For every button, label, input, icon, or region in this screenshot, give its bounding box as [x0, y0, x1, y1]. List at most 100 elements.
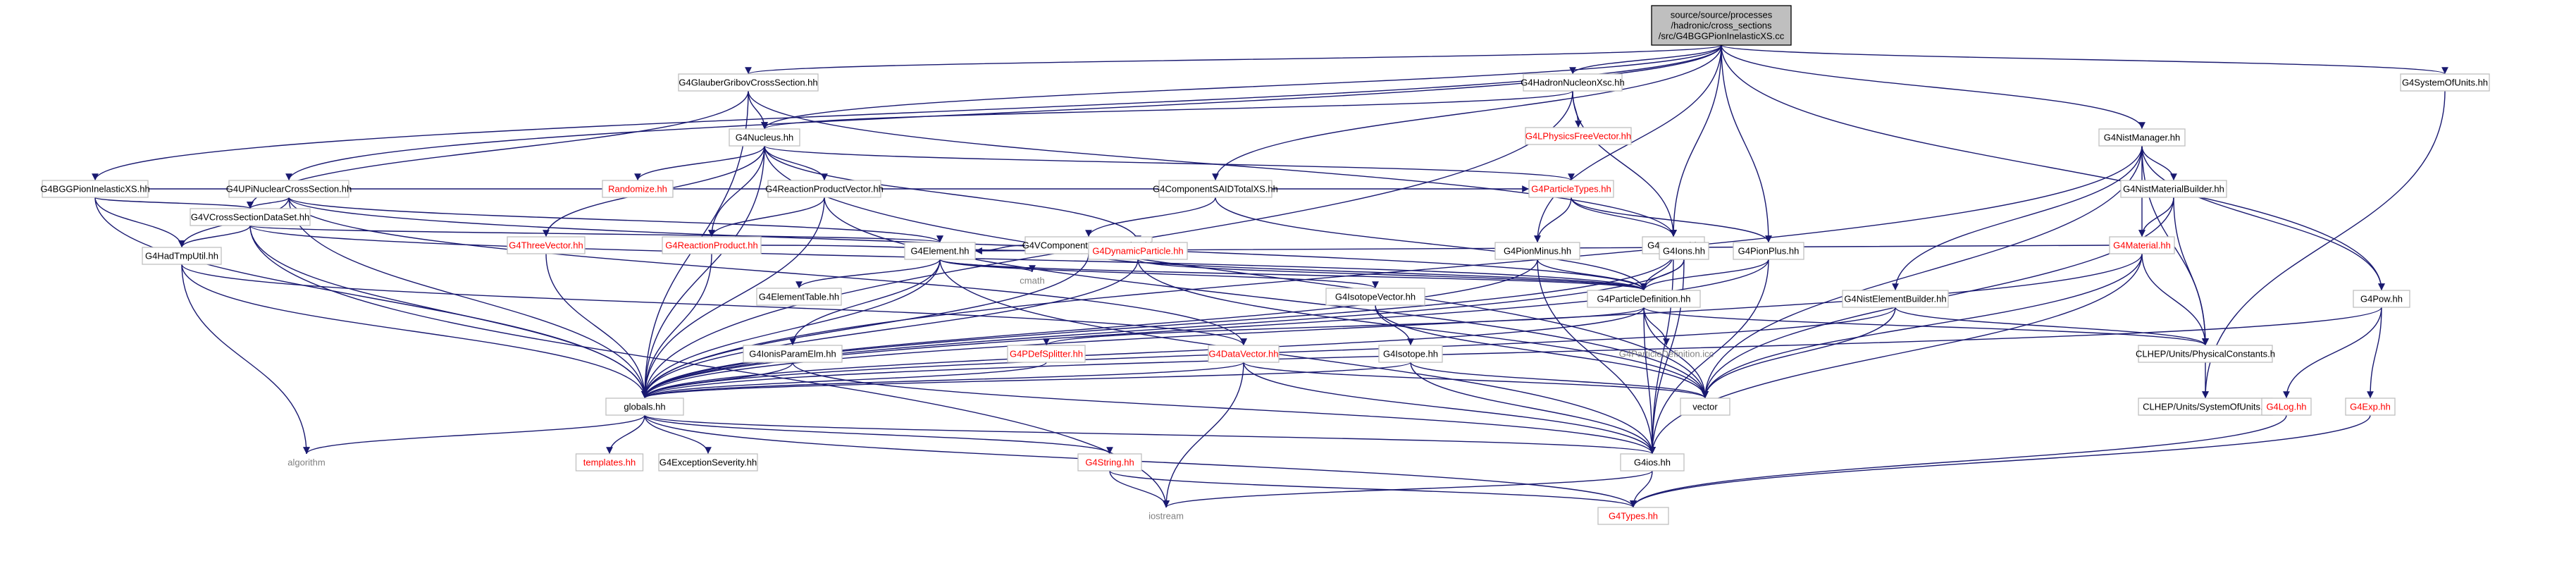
node-randomize-hh[interactable]: Randomize.hh: [602, 180, 674, 198]
node-g4threevector-hh[interactable]: G4ThreeVector.hh: [507, 236, 586, 254]
node-label: G4Log.hh: [2266, 401, 2306, 412]
edge-log-to-types: [1630, 414, 2287, 508]
node-g4bggpioninelasticxs-hh[interactable]: G4BGGPionInelasticXS.hh: [40, 180, 150, 198]
node-label: G4IonisParamElm.hh: [749, 348, 836, 359]
node-box: [190, 208, 311, 226]
edge-compsaid-to-vcomp: [1085, 197, 1216, 238]
node-algorithm[interactable]: algorithm: [278, 454, 335, 471]
edge-pionminus-to-partdef: [1537, 259, 1647, 291]
node-g4string-hh[interactable]: G4String.hh: [1077, 453, 1142, 472]
node-g4upinuclearcrosssection-hh[interactable]: G4UPiNuclearCrossSection.hh: [226, 180, 352, 198]
node-iostream[interactable]: iostream: [1138, 507, 1194, 524]
node-label: G4ios.hh: [1634, 457, 1671, 467]
node-label: G4ComponentSAIDTotalXS.hh: [1153, 183, 1278, 194]
node-box: [1523, 73, 1623, 92]
node-label: G4DataVector.hh: [1208, 348, 1278, 359]
node-g4reactionproductvector-hh[interactable]: G4ReactionProductVector.hh: [765, 180, 884, 198]
node-source-source-processes-hadronic-cross-sections-src-g4bggpio[interactable]: source/source/processes/hadronic/cross_s…: [1651, 5, 1792, 46]
node-label: G4Types.hh: [1609, 510, 1658, 521]
edge-reactionvec-to-reactionprod: [708, 197, 825, 238]
node-g4nucleus-hh[interactable]: G4Nucleus.hh: [729, 128, 800, 147]
edge-dynpart-to-globals: [641, 259, 1139, 399]
edge-particletypes-to-pionplus: [1571, 197, 1772, 243]
node-g4particletypes-hh[interactable]: G4ParticleTypes.hh: [1528, 180, 1614, 198]
node-box: [142, 247, 222, 265]
node-box: [1620, 453, 1685, 472]
node-g4log-hh[interactable]: G4Log.hh: [2261, 398, 2312, 416]
edge-nistelem-to-vector: [1702, 307, 1896, 399]
node-g4elementtable-hh[interactable]: G4ElementTable.hh: [756, 288, 842, 306]
node-g4isotopevector-hh[interactable]: G4IsotopeVector.hh: [1325, 288, 1425, 306]
node-g4systemofunits-hh[interactable]: G4SystemOfUnits.hh: [2400, 73, 2490, 92]
edge-datavec-to-vector: [1243, 362, 1709, 399]
node-g4pionminus-hh[interactable]: G4PionMinus.hh: [1494, 242, 1580, 260]
node-g4particledefinition-hh[interactable]: G4ParticleDefinition.hh: [1587, 290, 1701, 308]
edge-root-to-pionplus: [1721, 44, 1772, 243]
node-g4isotope-hh[interactable]: G4Isotope.hh: [1378, 345, 1443, 363]
node-g4lphysicsfreevector-hh[interactable]: G4LPhysicsFreeVector.hh: [1525, 127, 1632, 145]
edge-element-to-isovec: [939, 259, 1379, 289]
node-g4element-hh[interactable]: G4Element.hh: [904, 242, 976, 260]
node-g4hadronnucleonxsc-hh[interactable]: G4HadronNucleonXsc.hh: [1521, 73, 1625, 92]
node-g4nistmanager-hh[interactable]: G4NistManager.hh: [2098, 128, 2186, 147]
edge-nistman-to-globals: [641, 145, 2143, 399]
edge-nistman-to-vector: [1702, 145, 2143, 399]
node-g4hadtmputil-hh[interactable]: G4HadTmpUtil.hh: [142, 247, 222, 265]
node-g4pionplus-hh[interactable]: G4PionPlus.hh: [1733, 242, 1804, 260]
node-clhep-units-physicalconstants-h[interactable]: CLHEP/Units/PhysicalConstants.h: [2136, 345, 2275, 363]
edge-g4string-to-types: [1109, 470, 1637, 508]
node-label: G4DynamicParticle.hh: [1092, 245, 1183, 256]
node-templates-hh[interactable]: templates.hh: [575, 453, 644, 472]
node-globals-hh[interactable]: globals.hh: [605, 398, 684, 416]
edge-nucleus-to-particletypes: [764, 145, 1575, 181]
node-clhep-units-systemofunits-h[interactable]: CLHEP/Units/SystemOfUnits.h: [2138, 398, 2273, 416]
node-g4ions-hh[interactable]: G4Ions.hh: [1659, 242, 1709, 260]
node-g4exp-hh[interactable]: G4Exp.hh: [2345, 398, 2396, 416]
node-g4glaubergribovcrosssection-hh[interactable]: G4GlauberGribovCrossSection.hh: [678, 73, 819, 92]
node-label: source/source/processes: [1671, 9, 1773, 20]
node-g4particledefinition-icc[interactable]: G4ParticleDefinition.icc: [1614, 345, 1719, 362]
edge-upi-to-datavec: [288, 197, 1247, 346]
edge-ions-to-globals: [641, 259, 1685, 399]
edge-root-to-glauber: [745, 44, 1722, 75]
node-box: [1733, 242, 1804, 260]
node-g4exceptionseverity-hh[interactable]: G4ExceptionSeverity.hh: [658, 453, 758, 472]
node-cmath[interactable]: cmath: [1011, 272, 1053, 289]
node-g4nistmaterialbuilder-hh[interactable]: G4NistMaterialBuilder.hh: [2120, 180, 2227, 198]
node-vector[interactable]: vector: [1680, 398, 1730, 416]
node-g4vcrosssectiondataset-hh[interactable]: G4VCrossSectionDataSet.hh: [190, 208, 311, 226]
node-g4reactionproduct-hh[interactable]: G4ReactionProduct.hh: [662, 236, 762, 254]
edge-pow-to-exp: [2367, 307, 2382, 399]
node-box: [2400, 73, 2490, 92]
edge-hadronnuc-to-nucleus: [761, 90, 1573, 130]
node-g4componentsaidtotalxs-hh[interactable]: G4ComponentSAIDTotalXS.hh: [1153, 180, 1278, 198]
edge-pow-to-globals: [641, 307, 2382, 399]
node-label: G4PDefSplitter.hh: [1010, 348, 1083, 359]
node-label: G4Ions.hh: [1663, 245, 1705, 256]
node-g4types-hh[interactable]: G4Types.hh: [1597, 507, 1669, 525]
node-box: [1494, 242, 1580, 260]
node-box: [662, 236, 762, 254]
edge-partdef-to-pdef: [1043, 307, 1645, 346]
edge-root-to-nistman: [1721, 44, 2145, 130]
edge-dynpart-to-partdef: [1137, 259, 1647, 291]
node-g4datavector-hh[interactable]: G4DataVector.hh: [1208, 345, 1280, 363]
node-box: [743, 345, 843, 363]
node-label: globals.hh: [624, 401, 665, 412]
node-label: G4ParticleDefinition.icc: [1619, 348, 1714, 359]
node-label: G4NistManager.hh: [2104, 132, 2180, 142]
node-box: [507, 236, 586, 254]
node-g4dynamicparticle-hh[interactable]: G4DynamicParticle.hh: [1088, 242, 1188, 260]
node-g4pdefsplitter-hh[interactable]: G4PDefSplitter.hh: [1007, 345, 1086, 363]
node-g4material-hh[interactable]: G4Material.hh: [2109, 236, 2175, 254]
node-g4ionisparamelm-hh[interactable]: G4IonisParamElm.hh: [743, 345, 843, 363]
edge-datavec-to-iostream: [1163, 362, 1244, 508]
node-label: CLHEP/Units/SystemOfUnits.h: [2143, 401, 2268, 412]
node-box: [1325, 288, 1425, 306]
edge-element-to-globals: [641, 259, 941, 399]
edge-isotope-to-globals: [641, 362, 1411, 399]
node-g4ios-hh[interactable]: G4ios.hh: [1620, 453, 1685, 472]
node-g4nistelementbuilder-hh[interactable]: G4NistElementBuilder.hh: [1842, 290, 1949, 308]
edge-globals-to-templates: [606, 414, 645, 455]
node-g4pow-hh[interactable]: G4Pow.hh: [2353, 290, 2410, 308]
